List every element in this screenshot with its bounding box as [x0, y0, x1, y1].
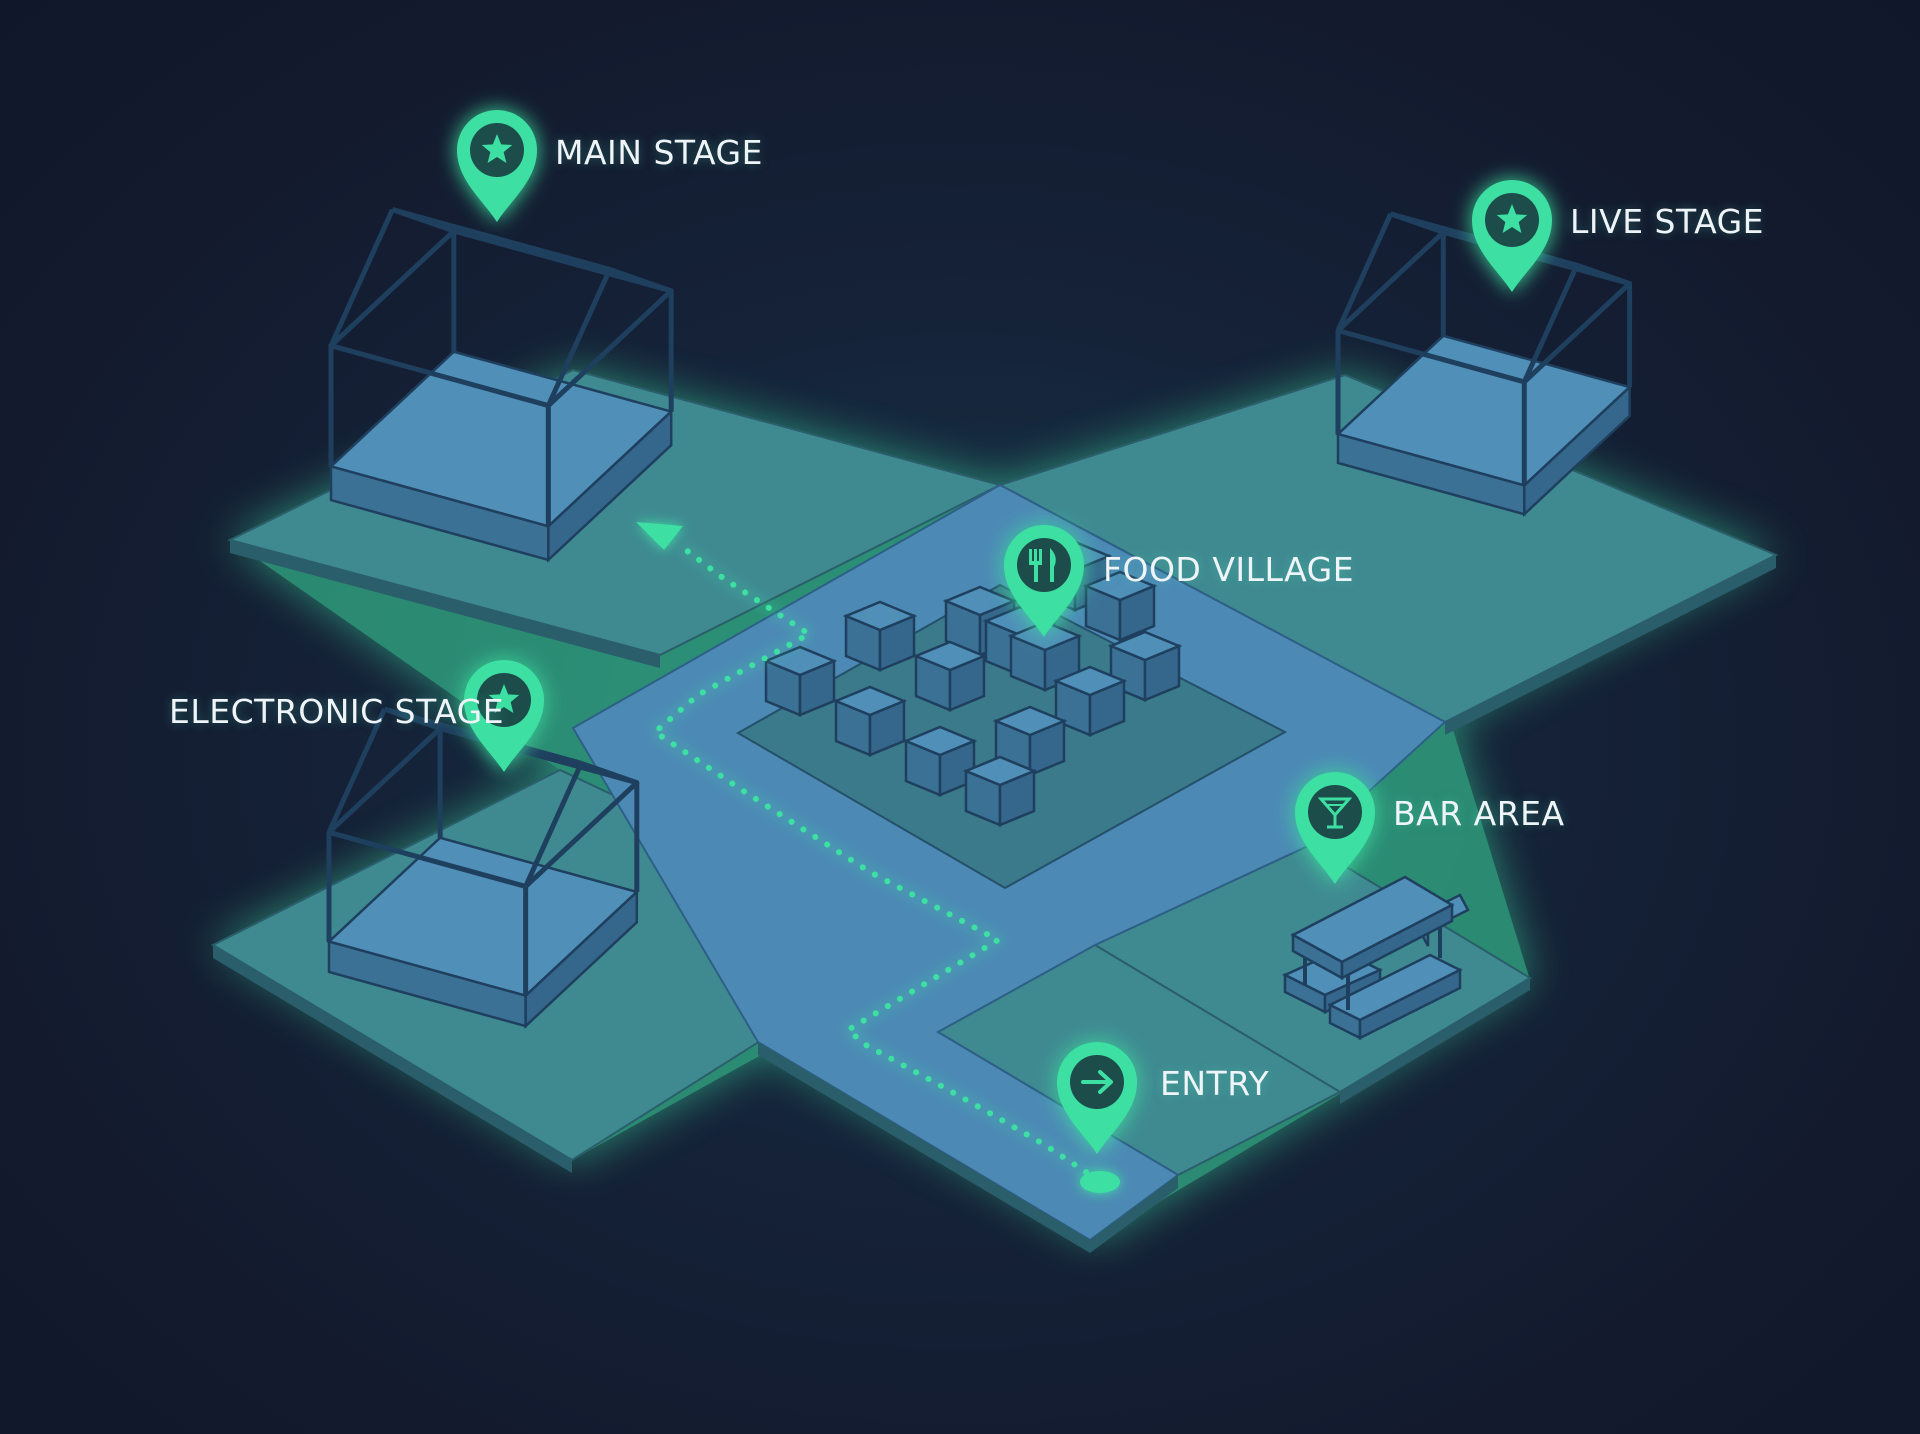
star-icon [488, 684, 520, 713]
fork-knife-icon [1029, 548, 1056, 582]
main-stage-structure[interactable] [328, 207, 674, 563]
central-walkway-edge-right [1090, 1175, 1178, 1253]
star-icon [1496, 204, 1528, 233]
food-stall [762, 645, 838, 717]
food-stall [962, 755, 1038, 827]
poi-markers [457, 110, 1552, 1154]
electronic-stage-label[interactable]: ELECTRONIC STAGE [169, 692, 505, 731]
map-pin[interactable] [1057, 1042, 1137, 1154]
entry-label[interactable]: ENTRY [1160, 1064, 1270, 1103]
electronic-stage-structure[interactable] [326, 706, 640, 1029]
map-pin[interactable] [457, 110, 537, 222]
bar-area-zone-edge [1340, 978, 1530, 1104]
map-pin[interactable] [464, 660, 544, 772]
food-stall [902, 725, 978, 797]
food-village-label[interactable]: FOOD VILLAGE [1103, 550, 1355, 589]
electronic-stage-zone-edge [213, 945, 572, 1173]
stages-layer [326, 207, 1633, 1029]
live-stage-structure[interactable] [1335, 211, 1633, 518]
entry-start-dot [1080, 1171, 1120, 1193]
route-path [636, 522, 1120, 1193]
arrow-right-icon [1081, 1070, 1113, 1094]
food-stall [1082, 570, 1158, 642]
food-stall [912, 640, 988, 712]
star-icon [481, 134, 513, 163]
map-pin[interactable] [1004, 525, 1084, 637]
main-stage-label[interactable]: MAIN STAGE [555, 133, 763, 172]
food-stall [842, 600, 918, 672]
bar-area-label[interactable]: BAR AREA [1393, 794, 1565, 833]
central-walkway-edge [758, 1042, 1090, 1253]
map-pin[interactable] [1295, 772, 1375, 884]
live-stage-zone-edge [1445, 555, 1776, 735]
food-stall [832, 685, 908, 757]
food-stall [1052, 665, 1128, 737]
route-arrow-icon [636, 522, 683, 550]
bar-counter[interactable] [1282, 875, 1470, 1041]
main-stage-zone-edge [230, 540, 660, 668]
food-stall [992, 705, 1068, 777]
map-pin[interactable] [1472, 180, 1552, 292]
live-stage-label[interactable]: LIVE STAGE [1570, 202, 1764, 241]
cocktail-glass-icon [1317, 797, 1353, 829]
